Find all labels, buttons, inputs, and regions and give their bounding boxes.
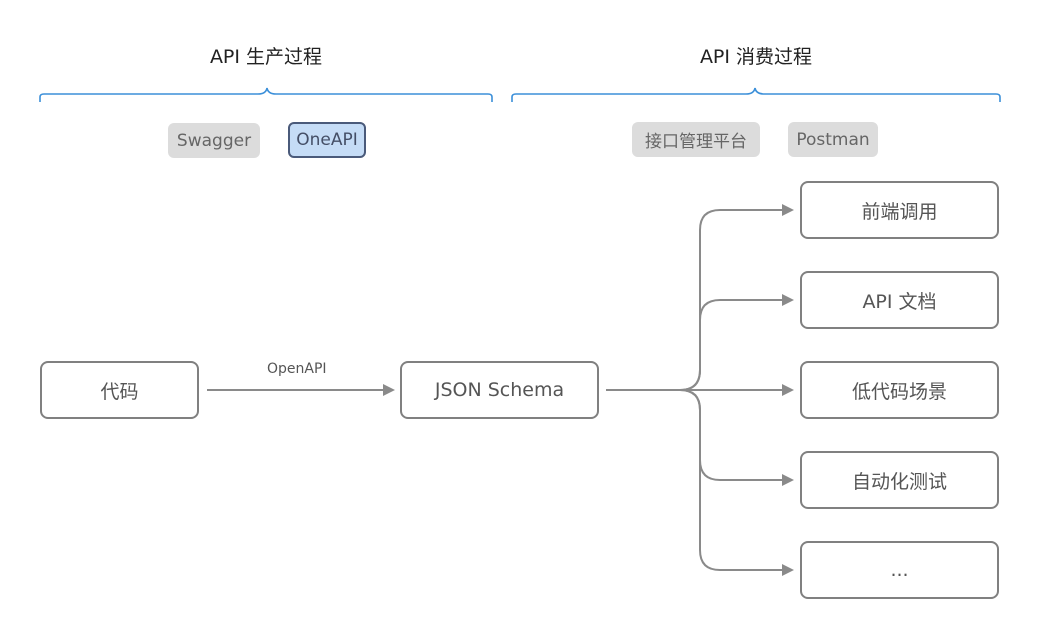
tag-swagger: Swagger [168, 123, 260, 158]
branch-arrow-automation [679, 389, 794, 486]
node-low-code: 低代码场景 [800, 361, 999, 419]
tag-api-management-platform: 接口管理平台 [632, 122, 760, 157]
tag-postman: Postman [788, 122, 878, 157]
node-code: 代码 [40, 361, 199, 419]
node-automation-testing: 自动化测试 [800, 451, 999, 509]
production-title: API 生产过程 [209, 46, 323, 68]
consumption-title: API 消费过程 [699, 46, 813, 68]
tag-oneapi: OneAPI [288, 122, 366, 158]
node-more: ... [800, 541, 999, 599]
consumption-brace [511, 87, 1001, 102]
branch-arrow-more [679, 389, 794, 576]
branch-arrow-api-docs [679, 294, 794, 391]
node-frontend-call: 前端调用 [800, 181, 999, 239]
edge-label-openapi: OpenAPI [267, 361, 327, 377]
node-api-docs: API 文档 [800, 271, 999, 329]
node-json-schema: JSON Schema [400, 361, 599, 419]
production-brace [39, 87, 493, 102]
